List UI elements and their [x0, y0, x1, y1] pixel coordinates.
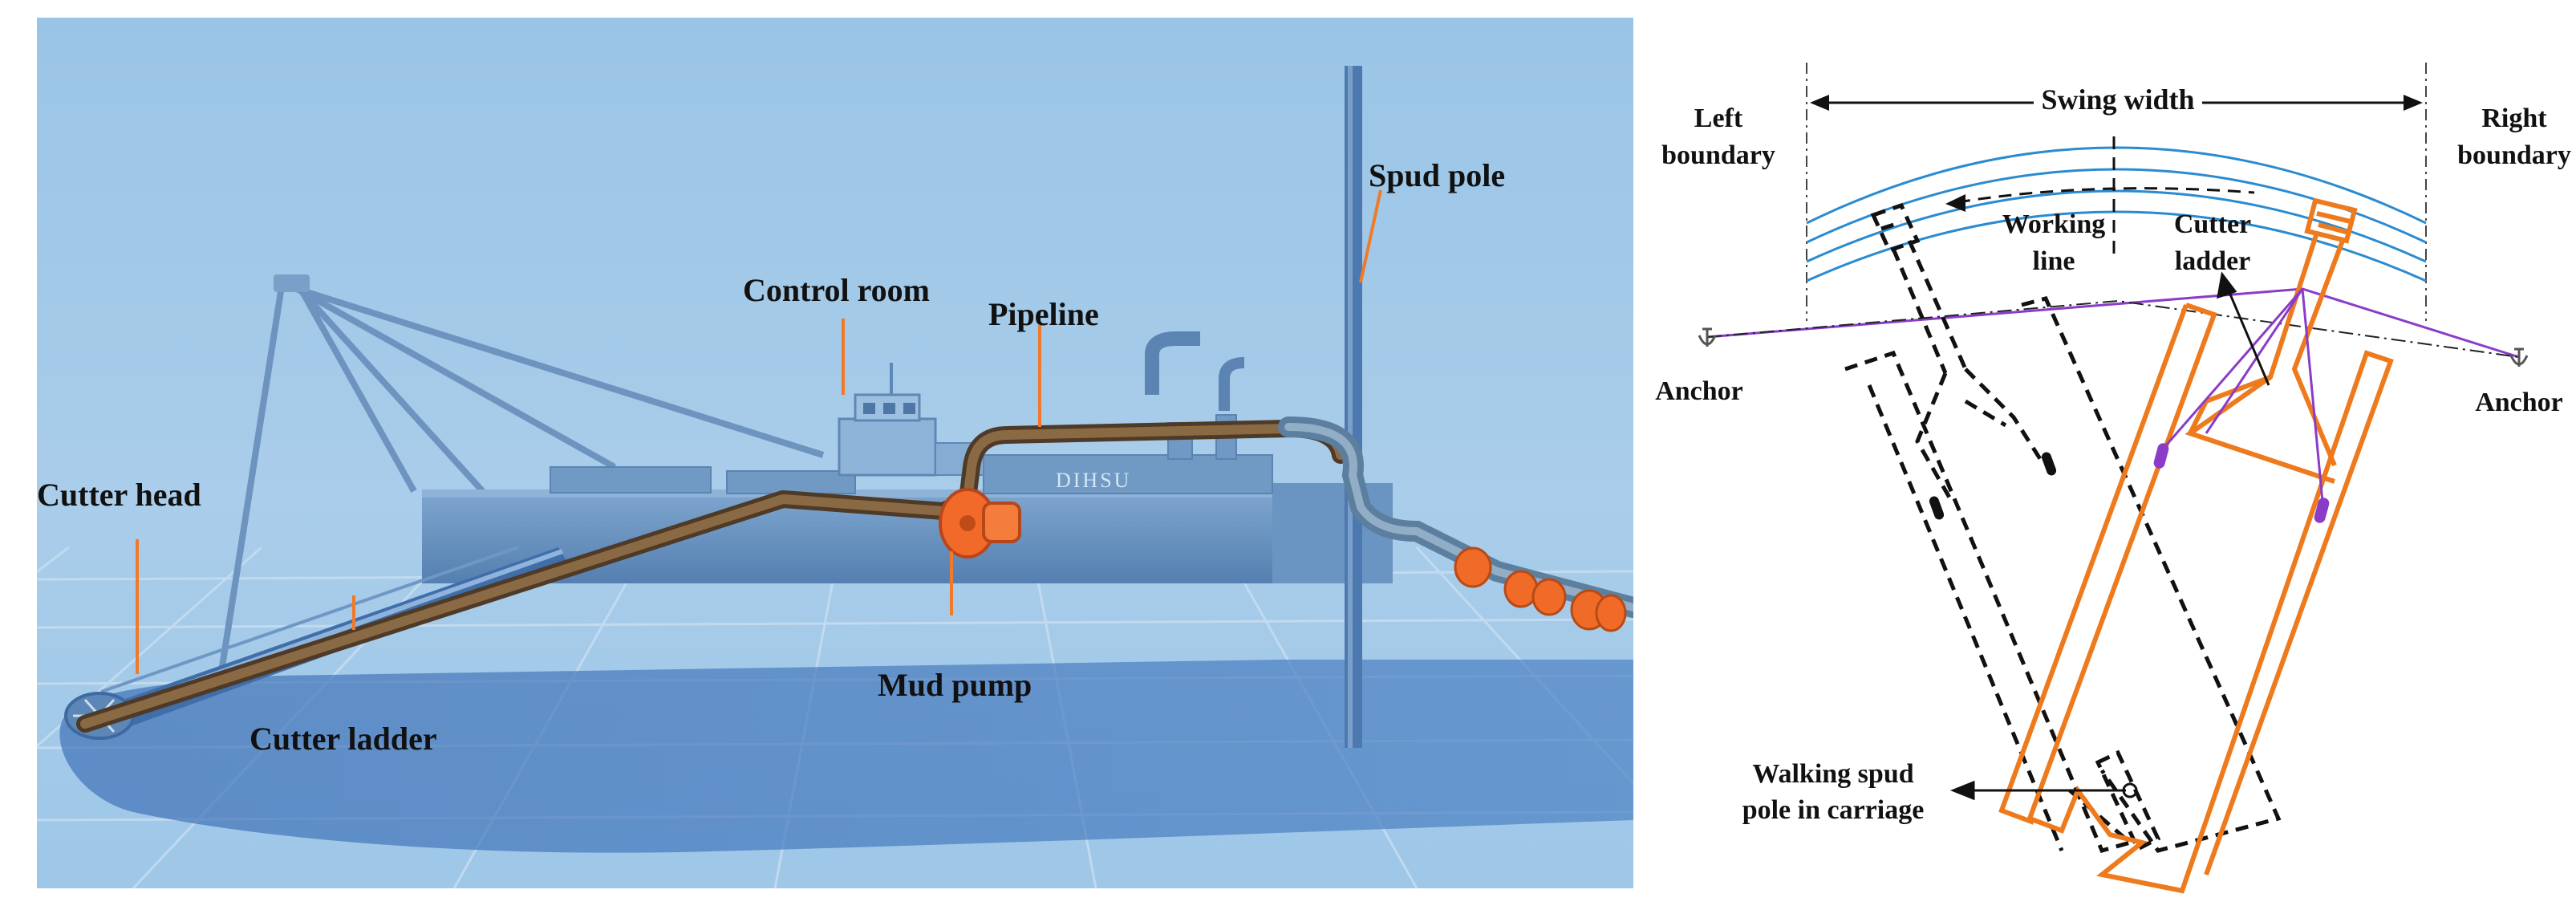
- anchor-right-icon: [2509, 347, 2529, 367]
- control-room: [838, 363, 984, 477]
- hull-marking: DIHSU: [1056, 469, 1131, 492]
- label-anchor-left: Anchor: [1655, 376, 1743, 406]
- label-cutter-head: Cutter head: [37, 477, 201, 513]
- label-walking-spud-2: pole in carriage: [1742, 795, 1925, 825]
- dredger-rendering: DIHSU: [37, 18, 1633, 888]
- label-left-boundary-2: boundary: [1661, 140, 1775, 170]
- boundary-lines: [1806, 63, 2427, 321]
- cutter-ladder-arrow: [2217, 271, 2270, 386]
- label-right-boundary-2: boundary: [2457, 140, 2571, 170]
- mud-pump-shape: [939, 488, 1021, 559]
- dredger-previous-position: [1844, 202, 2282, 854]
- dashed-ladder-pins: [1929, 452, 2057, 520]
- current-ladder-pins: [2153, 443, 2330, 523]
- label-pipeline: Pipeline: [988, 296, 1099, 332]
- label-right-boundary-1: Right: [2481, 104, 2547, 133]
- gantry-top: [274, 274, 310, 292]
- pontoon-floats: [1454, 546, 1627, 632]
- label-left-boundary-1: Left: [1694, 104, 1743, 133]
- label-cutter-ladder: Cutter ladder: [249, 721, 437, 757]
- swing-width-label-bg: [2034, 80, 2202, 116]
- walking-spud-arrow: [1949, 780, 2138, 801]
- dredger-current-position: [1998, 197, 2394, 894]
- label-working-line-2: line: [2033, 246, 2075, 276]
- label-cutter-ladder-1: Cutter: [2174, 209, 2251, 239]
- label-swing-width: Swing width: [2041, 83, 2194, 116]
- working-line-arrowhead: [1945, 194, 1965, 212]
- label-walking-spud-1: Walking spud: [1752, 759, 1913, 789]
- label-cutter-ladder-2: ladder: [2175, 246, 2250, 276]
- label-spud-pole: Spud pole: [1369, 157, 1505, 193]
- working-line: [1957, 136, 2255, 257]
- ladder-rigging: [2164, 288, 2324, 502]
- leader-lines: [136, 189, 1382, 674]
- spud-pole: [1345, 66, 1362, 748]
- swing-schematic: Swing width: [1655, 63, 2571, 894]
- label-anchor-right: Anchor: [2475, 388, 2563, 417]
- label-working-line-1: Working: [2002, 209, 2105, 239]
- anchor-cables: [1706, 287, 2520, 359]
- label-mud-pump: Mud pump: [878, 667, 1032, 703]
- gantry-frame: [218, 279, 825, 672]
- spud-pole-highlight: [1348, 66, 1353, 748]
- label-control-room: Control room: [743, 272, 930, 308]
- anchor-left-icon: [1698, 327, 1717, 347]
- floating-pipeline: [1278, 416, 1633, 618]
- hull-shadow: [59, 660, 1633, 853]
